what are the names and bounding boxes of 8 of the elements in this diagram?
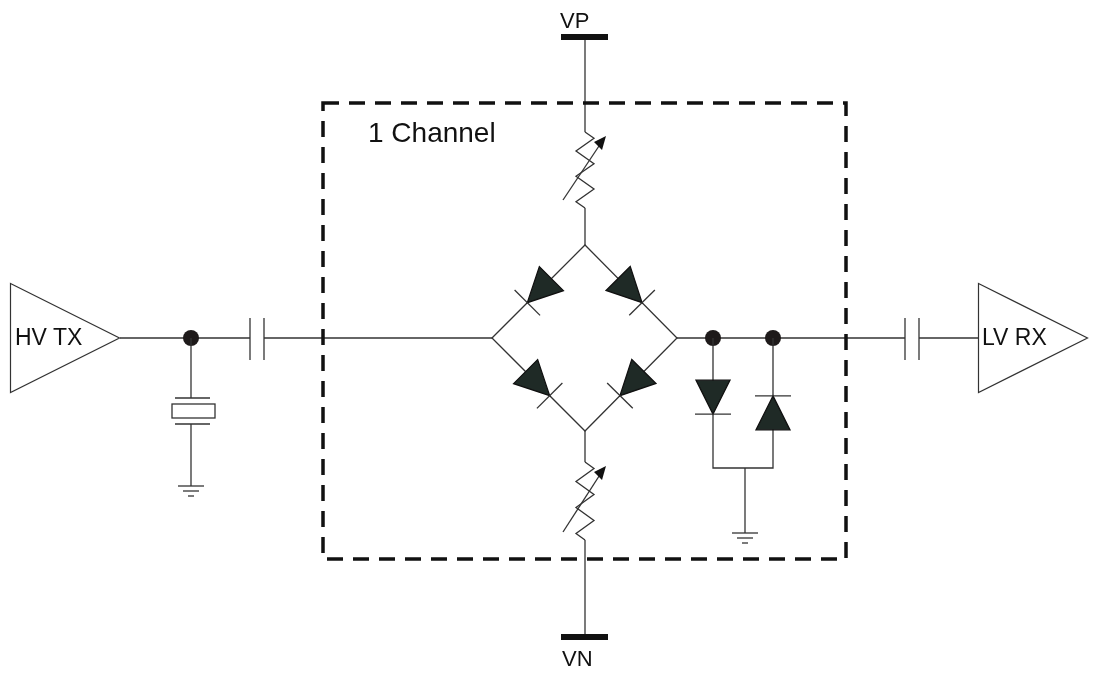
channel-label: 1 Channel xyxy=(368,117,496,149)
dashed-channel-boundary xyxy=(323,103,846,559)
supply-rail-label: VP xyxy=(560,8,590,34)
amplifier-triangle xyxy=(978,283,1088,393)
supply-rail-label: VN xyxy=(562,646,593,672)
amplifier-label: HV TX xyxy=(15,324,83,351)
amplifier-label: LV RX xyxy=(982,324,1047,351)
amplifier-triangle xyxy=(10,283,120,393)
